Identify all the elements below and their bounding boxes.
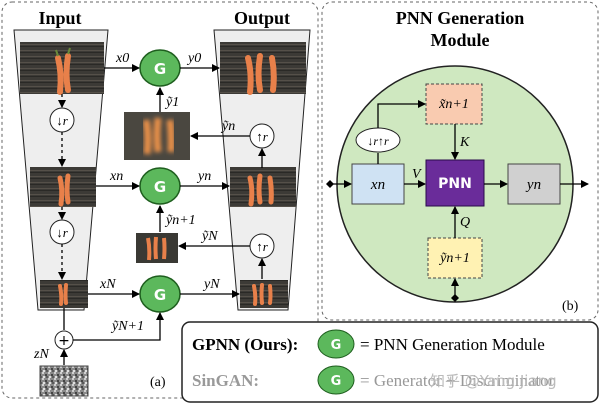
label-y1-tilde: ỹ1 [164, 95, 179, 110]
generator-n: G [139, 167, 181, 205]
label-x0: x0 [115, 51, 129, 66]
noise-add-op: + [54, 330, 74, 350]
input-image-n [30, 167, 96, 207]
pnn-box-label: PNN [438, 176, 472, 192]
label-zN: zN [33, 347, 49, 362]
legend-border [181, 321, 599, 403]
generator-0: G [139, 49, 181, 87]
panel-b-title-line2: Module [430, 30, 489, 50]
label-y-tilde-n1: ỹn+1 [164, 213, 196, 228]
label-Q: Q [460, 215, 470, 230]
panel-b-border [321, 1, 599, 321]
noise-add-op-label: + [58, 333, 70, 349]
label-yn: yn [196, 169, 211, 184]
panel-b-title-line1: PNN Generation [396, 8, 524, 28]
y-tilde-box [427, 237, 483, 279]
panel-a: Input Output [1, 1, 319, 399]
label-xn: xn [109, 169, 123, 184]
panel-b-corner-label: (b) [562, 299, 579, 314]
panel-a-border [1, 1, 319, 399]
label-y-tilde-N1: ỹN+1 [110, 319, 144, 334]
down-up-op-label: ↓r↑r [367, 134, 389, 148]
blurred-image-n1 [136, 233, 178, 263]
input-image-0 [20, 42, 104, 95]
legend-singan-g [317, 365, 355, 395]
legend-singan-g-label: G [331, 374, 342, 389]
output-title: Output [234, 8, 290, 28]
panel-a-connectors [58, 64, 266, 365]
downsample-op-2: ↓r [49, 219, 75, 245]
label-yN: yN [202, 277, 220, 292]
generator-N: G [139, 275, 181, 313]
label-y0: y0 [186, 51, 201, 66]
label-xN: xN [99, 277, 116, 292]
label-V: V [412, 167, 422, 182]
label-y-tilde-N: ỹN [200, 229, 218, 244]
blurred-image-1 [124, 112, 190, 160]
watermark: 知乎 @Yang Jiang [430, 372, 557, 390]
upsample-op-2: ↑r [249, 233, 275, 259]
generator-0-label: G [154, 60, 166, 78]
legend-gpnn-g [317, 329, 355, 359]
upsample-op-1-label: ↑r [256, 129, 269, 144]
legend-singan-label: SinGAN: [192, 371, 259, 390]
upsample-op-2-label: ↑r [256, 239, 269, 254]
panel-a-corner-label: (a) [150, 375, 166, 390]
output-image-n [230, 167, 296, 207]
output-image-N [240, 280, 288, 308]
legend-gpnn-text: = PNN Generation Module [360, 335, 545, 354]
upsample-op-1: ↑r [249, 123, 275, 149]
downsample-op-1: ↓r [49, 107, 75, 133]
legend-gpnn-label: GPNN (Ours): [192, 335, 298, 354]
x-tilde-label: x̃n+1 [438, 97, 469, 112]
panel-b: PNN Generation Module x̃n+1 xn PNN yn ỹn… [321, 1, 599, 321]
generator-N-label: G [154, 286, 166, 304]
panel-b-connectors [330, 100, 589, 296]
legend-gpnn-g-label: G [331, 338, 342, 353]
output-image-0 [220, 42, 306, 95]
panel-b-labels: V K Q [412, 135, 470, 230]
noise-image [39, 365, 89, 397]
y-tilde-box-label: ỹn+1 [438, 251, 470, 266]
panel-a-labels: x0 y0 ỹ1 ỹn xn yn ỹn+1 ỹN xN yN ỹN+1 zN [33, 51, 235, 362]
x-tilde-box [425, 83, 483, 125]
downsample-op-1-label: ↓r [56, 113, 69, 128]
input-diamond [326, 180, 334, 188]
legend-singan-text: = Generator + Discriminator [360, 371, 555, 390]
label-y-tilde-n: ỹn [220, 119, 235, 134]
pnn-box [425, 159, 485, 207]
legend: GPNN (Ours): G = PNN Generation Module S… [181, 321, 599, 403]
label-K: K [459, 135, 470, 150]
downsample-op-2-label: ↓r [56, 225, 69, 240]
bottom-diamond [451, 294, 459, 302]
yn-box-label: yn [525, 177, 541, 193]
generator-n-label: G [154, 178, 166, 196]
input-image-N [40, 280, 88, 308]
input-title: Input [38, 8, 81, 28]
xn-box-label: xn [370, 177, 385, 193]
